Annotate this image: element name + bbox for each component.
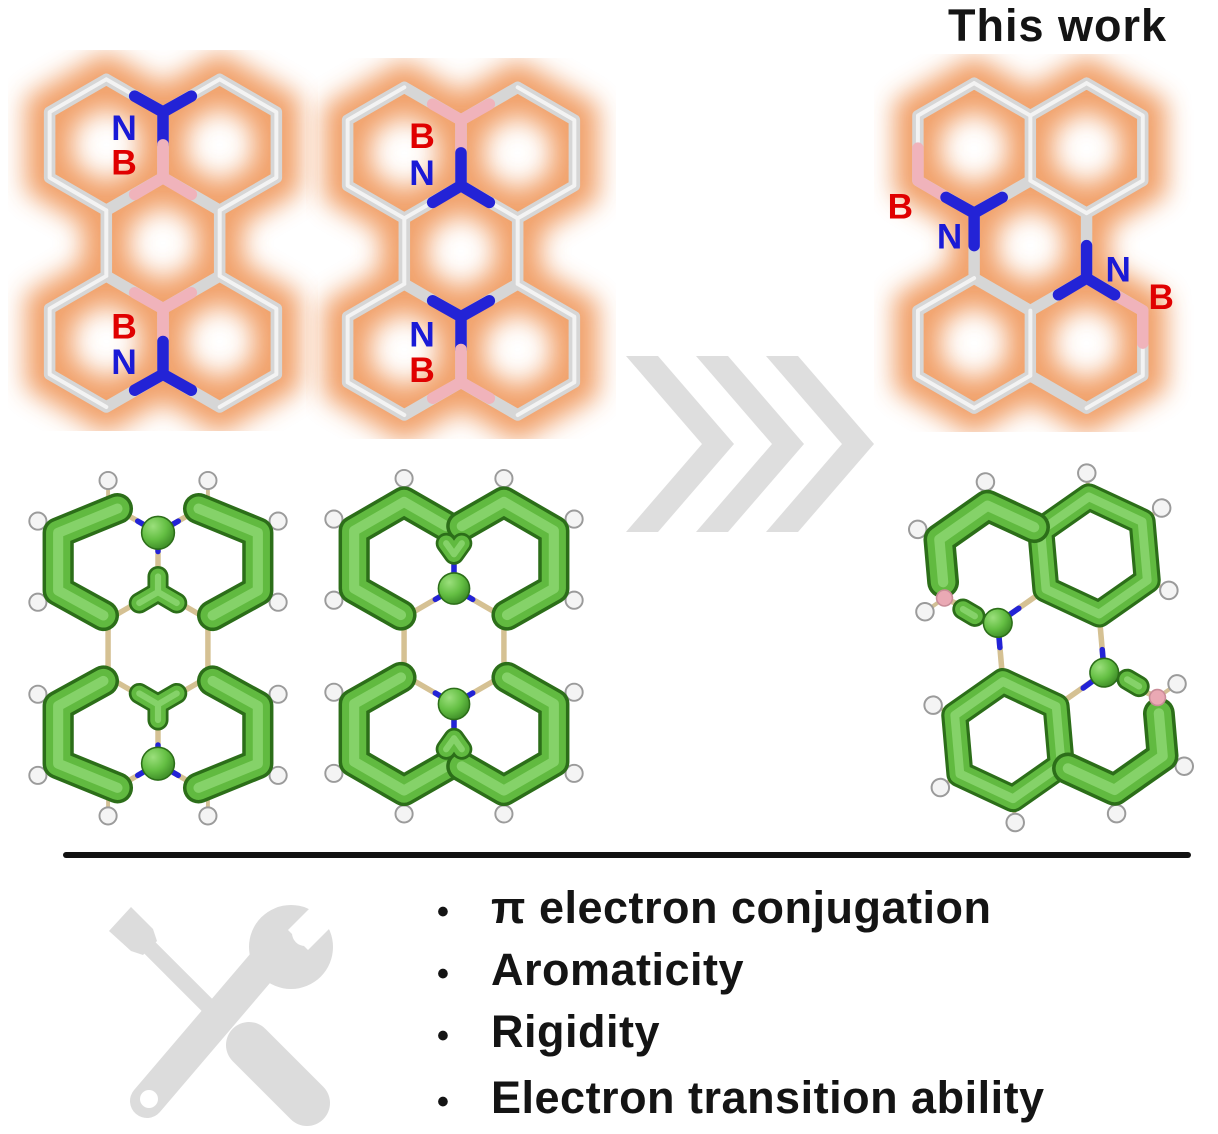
nitrogen-label: N	[1106, 251, 1131, 290]
boron-atom	[935, 589, 954, 607]
bullet-dot: •	[437, 955, 449, 993]
list-item: • Aromaticity	[437, 944, 1197, 1006]
property-text: Electron transition ability	[491, 1072, 1045, 1123]
nitrogen-density-lobe	[982, 607, 1013, 639]
boron-label: B	[1149, 278, 1174, 317]
bullet-dot: •	[437, 1083, 449, 1121]
nitrogen-bonds	[426, 147, 496, 356]
hydrogen-atoms	[324, 468, 584, 824]
nitrogen-label: N	[111, 342, 137, 382]
nitrogen-density-lobe	[140, 746, 176, 781]
boron-bonds	[128, 139, 198, 348]
boron-atom	[1148, 688, 1167, 707]
bond-highlight	[915, 81, 1145, 411]
isosurface-this-work	[908, 463, 1194, 833]
bullet-dot: •	[437, 1017, 449, 1055]
bn-molecule-middle: B N N B	[323, 59, 599, 439]
isosurface-left	[28, 470, 288, 826]
nitrogen-density-lobe	[437, 572, 471, 605]
chevron-arrows-icon	[626, 356, 874, 532]
chevron-arrow	[766, 356, 874, 532]
section-divider	[63, 852, 1191, 858]
property-text: π electron conjugation	[491, 882, 992, 933]
bullet-dot: •	[437, 893, 449, 931]
boron-label: B	[111, 143, 137, 183]
properties-list: • π electron conjugation • Aromaticity •…	[437, 882, 1197, 1134]
nitrogen-label: N	[937, 217, 962, 256]
nitrogen-bonds	[128, 335, 198, 396]
nitrogen-density-lobe	[437, 687, 471, 721]
list-item: • Rigidity	[437, 1006, 1197, 1068]
property-text: Rigidity	[491, 1006, 660, 1057]
chevron-arrow	[626, 356, 734, 532]
electron-density-isosurface	[42, 493, 274, 804]
chevron-arrow	[696, 356, 804, 532]
list-item: • Electron transition ability	[437, 1072, 1197, 1134]
hydrogen-atoms	[28, 470, 288, 826]
boron-label: B	[409, 116, 435, 156]
boron-label: B	[888, 187, 913, 226]
nitrogen-label: N	[409, 153, 435, 193]
nitrogen-density-lobe	[140, 515, 176, 550]
bn-molecule-left: N B B N	[25, 51, 301, 431]
boron-label: B	[111, 306, 137, 346]
tools-icon	[109, 895, 343, 1126]
property-text: Aromaticity	[491, 944, 745, 995]
electron-density-isosurface	[923, 483, 1179, 813]
this-work-title: This work	[947, 0, 1168, 51]
screwdriver-handle	[226, 1022, 330, 1126]
nitrogen-label: N	[111, 108, 137, 148]
boron-label: B	[409, 350, 435, 390]
nitrogen-bonds	[940, 191, 1121, 301]
isosurface-middle	[324, 468, 584, 824]
nitrogen-density-lobe	[1089, 657, 1120, 688]
electron-density-isosurface	[338, 486, 570, 807]
wrench-icon	[130, 895, 343, 1118]
boron-bonds	[912, 142, 1149, 349]
bn-molecule-this-work: B N N B	[888, 55, 1174, 432]
boron-bonds	[426, 343, 496, 404]
nitrogen-label: N	[409, 314, 435, 354]
hydrogen-atoms	[908, 463, 1194, 833]
list-item: • π electron conjugation	[437, 882, 1197, 944]
